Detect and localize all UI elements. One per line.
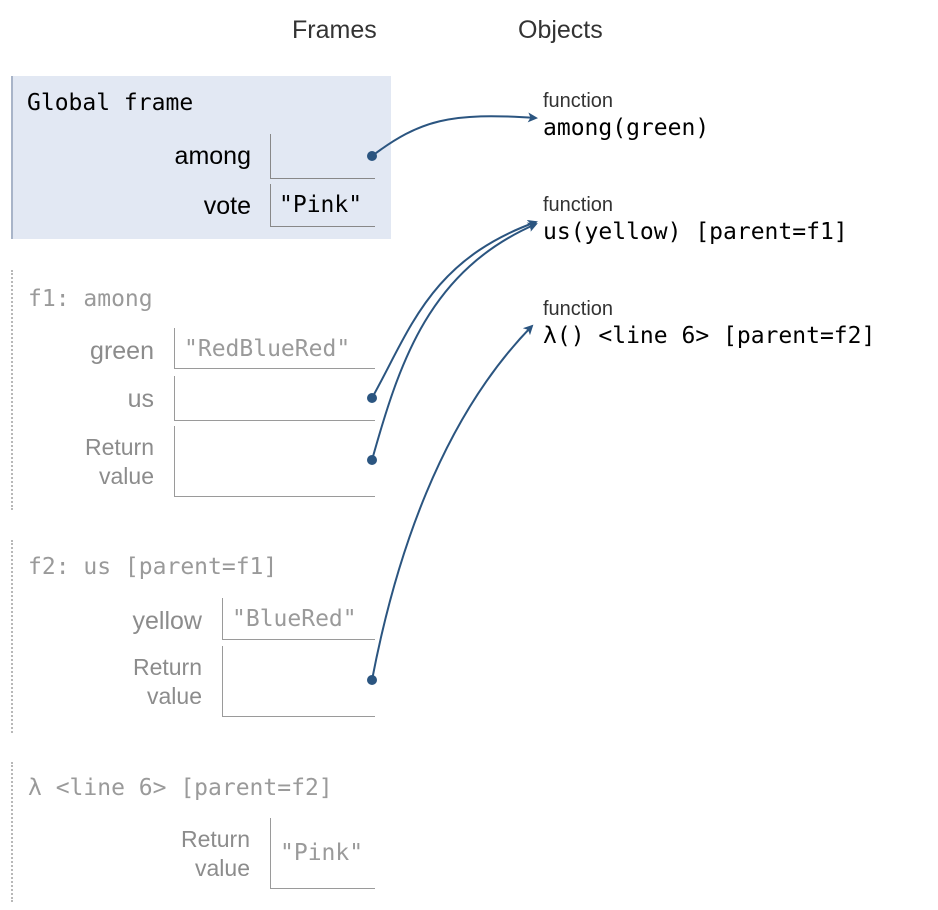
pointer-dot: [367, 151, 377, 161]
var-value-yellow-text: "BlueRed": [232, 606, 357, 632]
var-label-vote: vote: [203, 192, 251, 220]
object-lambda[interactable]: function λ() <line 6> [parent=f2]: [543, 298, 875, 349]
return-label-f2: Return value: [132, 654, 202, 709]
frame-lambda-title: λ <line 6> [parent=f2]: [28, 775, 333, 801]
object-signature: λ() <line 6> [parent=f2]: [543, 323, 876, 349]
arrow-among-to-function: [371, 112, 538, 157]
global-frame[interactable]: Global frame among vote "Pink": [11, 76, 391, 239]
frame-f1[interactable]: f1: among green "RedBlueRed" us Return v…: [11, 270, 391, 510]
var-value-us[interactable]: [174, 376, 375, 421]
pointer-dot: [367, 675, 377, 685]
return-value-lambda-text: "Pink": [280, 840, 364, 866]
pointer-dot: [367, 455, 377, 465]
arrow-f1-return-to-function: [371, 222, 538, 461]
return-value-f2[interactable]: [222, 646, 375, 717]
var-value-vote[interactable]: "Pink": [270, 184, 375, 227]
return-value-f1[interactable]: [174, 426, 375, 497]
objects-header: Objects: [518, 16, 603, 44]
frame-f2-title: f2: us [parent=f1]: [28, 554, 278, 580]
var-label-green: green: [90, 337, 154, 365]
object-type-label: function: [543, 90, 614, 112]
return-label-lambda: Return value: [180, 826, 250, 881]
frame-lambda[interactable]: λ <line 6> [parent=f2] Return value "Pin…: [11, 762, 391, 902]
object-type-label: function: [543, 194, 614, 216]
var-value-yellow[interactable]: "BlueRed": [222, 598, 375, 640]
var-label-among: among: [174, 142, 251, 170]
global-frame-title: Global frame: [27, 90, 194, 116]
var-value-among[interactable]: [270, 134, 375, 179]
var-label-yellow: yellow: [132, 607, 202, 635]
object-type-label: function: [543, 298, 614, 320]
frame-f2[interactable]: f2: us [parent=f1] yellow "BlueRed" Retu…: [11, 540, 391, 733]
object-signature: among(green): [543, 115, 710, 141]
var-value-green[interactable]: "RedBlueRed": [174, 328, 375, 369]
var-value-green-text: "RedBlueRed": [184, 336, 351, 362]
var-value-vote-text: "Pink": [279, 192, 363, 218]
object-among[interactable]: function among(green): [543, 90, 709, 141]
frames-header: Frames: [292, 16, 377, 44]
object-signature: us(yellow) [parent=f1]: [543, 219, 848, 245]
arrow-f2-return-to-lambda: [371, 324, 534, 681]
pointer-dot: [367, 393, 377, 403]
return-label-f1: Return value: [84, 434, 154, 489]
arrow-us-to-function: [371, 219, 538, 399]
var-label-us: us: [127, 385, 154, 413]
frame-f1-title: f1: among: [28, 286, 153, 312]
object-us[interactable]: function us(yellow) [parent=f1]: [543, 194, 848, 245]
return-value-lambda[interactable]: "Pink": [270, 818, 375, 889]
